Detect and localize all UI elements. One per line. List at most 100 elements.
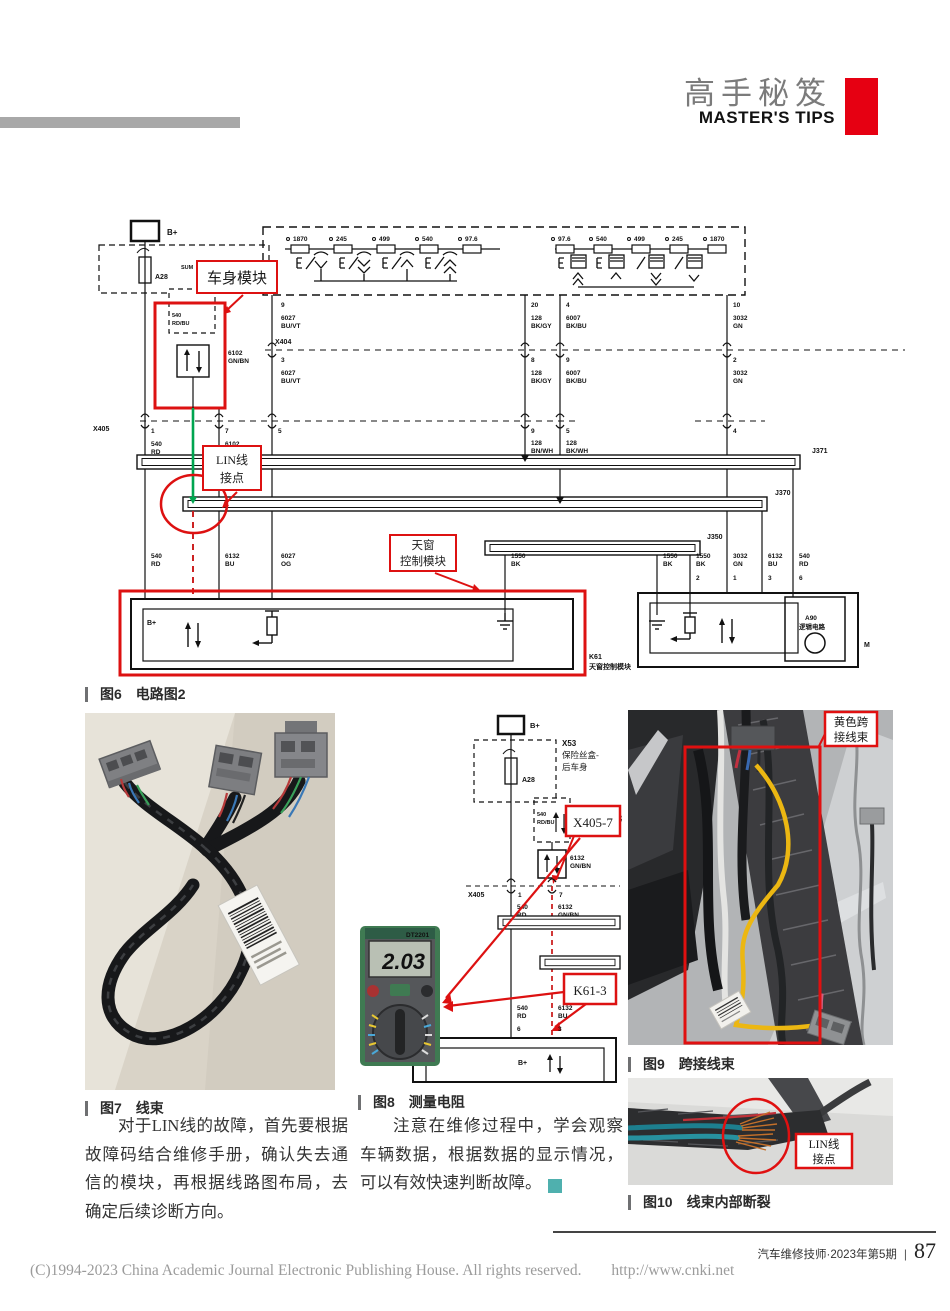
fig6-circuit-diagram: B+ A28 SUM xyxy=(93,219,905,677)
fig7-harness-photo xyxy=(85,713,335,1090)
fuzzy-band xyxy=(723,710,863,1045)
meter-dial[interactable] xyxy=(372,1004,428,1060)
svg-text:8: 8 xyxy=(531,357,535,364)
fig10-caption: 图10 线束内部断裂 xyxy=(628,1192,771,1212)
svg-text:1: 1 xyxy=(733,575,737,582)
sunroof-module-partial: B+ xyxy=(412,1037,617,1083)
svg-text:97.6: 97.6 xyxy=(465,236,478,243)
connector-x404: X404 xyxy=(265,339,905,358)
fig8-caption: 图8 测量电阻 xyxy=(358,1092,465,1112)
small-label xyxy=(708,990,752,1030)
svg-text:1: 1 xyxy=(518,892,522,899)
caption-bar xyxy=(358,1094,361,1110)
svg-text:540: 540 xyxy=(596,236,607,243)
svg-text:黄色跨: 黄色跨 xyxy=(834,715,869,729)
svg-text:A28: A28 xyxy=(155,274,168,281)
svg-text:499: 499 xyxy=(379,236,390,243)
svg-text:K61: K61 xyxy=(589,654,602,661)
cnki-url[interactable]: http://www.cnki.net xyxy=(611,1262,735,1279)
body-control-module: 540 RD/BU xyxy=(153,288,227,410)
svg-text:1: 1 xyxy=(151,428,155,435)
svg-text:SUM: SUM xyxy=(181,265,194,271)
lin-wire xyxy=(189,408,197,599)
annotation-lin-junction: LIN线 接点 xyxy=(202,445,262,508)
svg-text:5: 5 xyxy=(278,428,282,435)
battery-symbol: B+ xyxy=(496,714,540,736)
svg-text:RD/BU: RD/BU xyxy=(537,820,554,826)
red-wire xyxy=(682,1111,777,1122)
journal-name: 汽车维修技师·2023年第5期 xyxy=(757,1249,897,1261)
svg-text:逻辑电路: 逻辑电路 xyxy=(799,622,826,631)
caption-bar xyxy=(628,1194,631,1210)
cables xyxy=(693,710,876,1045)
svg-text:540: 540 xyxy=(422,236,433,243)
fuse-box: A28 xyxy=(473,739,557,803)
clip-connector xyxy=(859,807,885,825)
svg-text:后车身: 后车身 xyxy=(562,762,588,772)
connector-x405: X405 xyxy=(93,413,765,433)
svg-text:3: 3 xyxy=(558,1026,562,1033)
svg-text:J371: J371 xyxy=(812,448,828,455)
panel-seam xyxy=(853,729,866,1045)
caption-bar xyxy=(85,1100,88,1116)
annotation-body-module: 车身模块 xyxy=(196,260,278,314)
connector-pigtails xyxy=(119,776,311,824)
wires xyxy=(144,241,728,599)
svg-text:X404: X404 xyxy=(275,339,291,346)
barcode-label xyxy=(217,884,300,986)
svg-text:J350: J350 xyxy=(707,534,723,541)
bus-bars xyxy=(497,915,621,970)
battery-symbol: B+ xyxy=(129,219,178,243)
svg-text:LIN线: LIN线 xyxy=(216,453,248,467)
bottom-connector xyxy=(806,993,852,1045)
svg-text:控制模块: 控制模块 xyxy=(400,554,446,568)
svg-text:RD/BU: RD/BU xyxy=(172,321,189,327)
motor-module: A90 逻辑电路 M xyxy=(637,592,870,668)
caption-bar xyxy=(628,1056,631,1072)
svg-text:B+: B+ xyxy=(530,721,540,730)
page-title: 高手秘笈 xyxy=(684,76,832,111)
header-gray-bar xyxy=(0,117,240,128)
svg-text:A28: A28 xyxy=(522,777,535,784)
sunroof-module: B+ K61 天窗控制模块 xyxy=(118,589,632,677)
svg-text:A90: A90 xyxy=(805,615,817,622)
fig10-broken-wire-photo: LIN线 接点 xyxy=(628,1078,893,1185)
svg-text:1870: 1870 xyxy=(710,236,725,243)
fig9-caption: 图9 跨接线束 xyxy=(628,1054,735,1074)
svg-text:3: 3 xyxy=(768,575,772,582)
copyright-line: (C)1994-2023 China Academic Journal Elec… xyxy=(30,1262,735,1279)
fig7-caption: 图7 线束 xyxy=(85,1098,164,1118)
svg-text:2.03: 2.03 xyxy=(381,949,425,974)
svg-text:2: 2 xyxy=(696,575,700,582)
copper-strands xyxy=(735,1111,778,1151)
footer-rule xyxy=(553,1231,936,1233)
svg-text:2: 2 xyxy=(733,357,737,364)
page-number: 87 xyxy=(914,1238,936,1263)
footer-meta: 汽车维修技师·2023年第5期 | 87 xyxy=(757,1238,936,1263)
fig9-jumper-photo: 黄色跨 接线束 xyxy=(628,710,893,1045)
svg-text:3: 3 xyxy=(281,357,285,364)
multimeter: DT2201 2.03 xyxy=(360,926,440,1066)
svg-text:97.6: 97.6 xyxy=(558,236,571,243)
page-subtitle: MASTER'S TIPS xyxy=(698,108,835,127)
annotation-sunroof-module: 天窗 控制模块 xyxy=(389,534,481,592)
annotation-lin-contact: LIN线 接点 xyxy=(794,1132,854,1170)
fig8-measurement-diagram: B+ A28 X53 保险丝盒- 后车身 K9 车身控制模块 540 RD/BU xyxy=(360,714,622,1083)
connector-x405: X405 1 7 xyxy=(466,878,620,899)
teal-wires xyxy=(628,1123,744,1141)
svg-text:保险丝盒-: 保险丝盒- xyxy=(562,750,599,760)
red-highlight-rect xyxy=(683,745,822,1045)
svg-text:B+: B+ xyxy=(167,228,178,237)
